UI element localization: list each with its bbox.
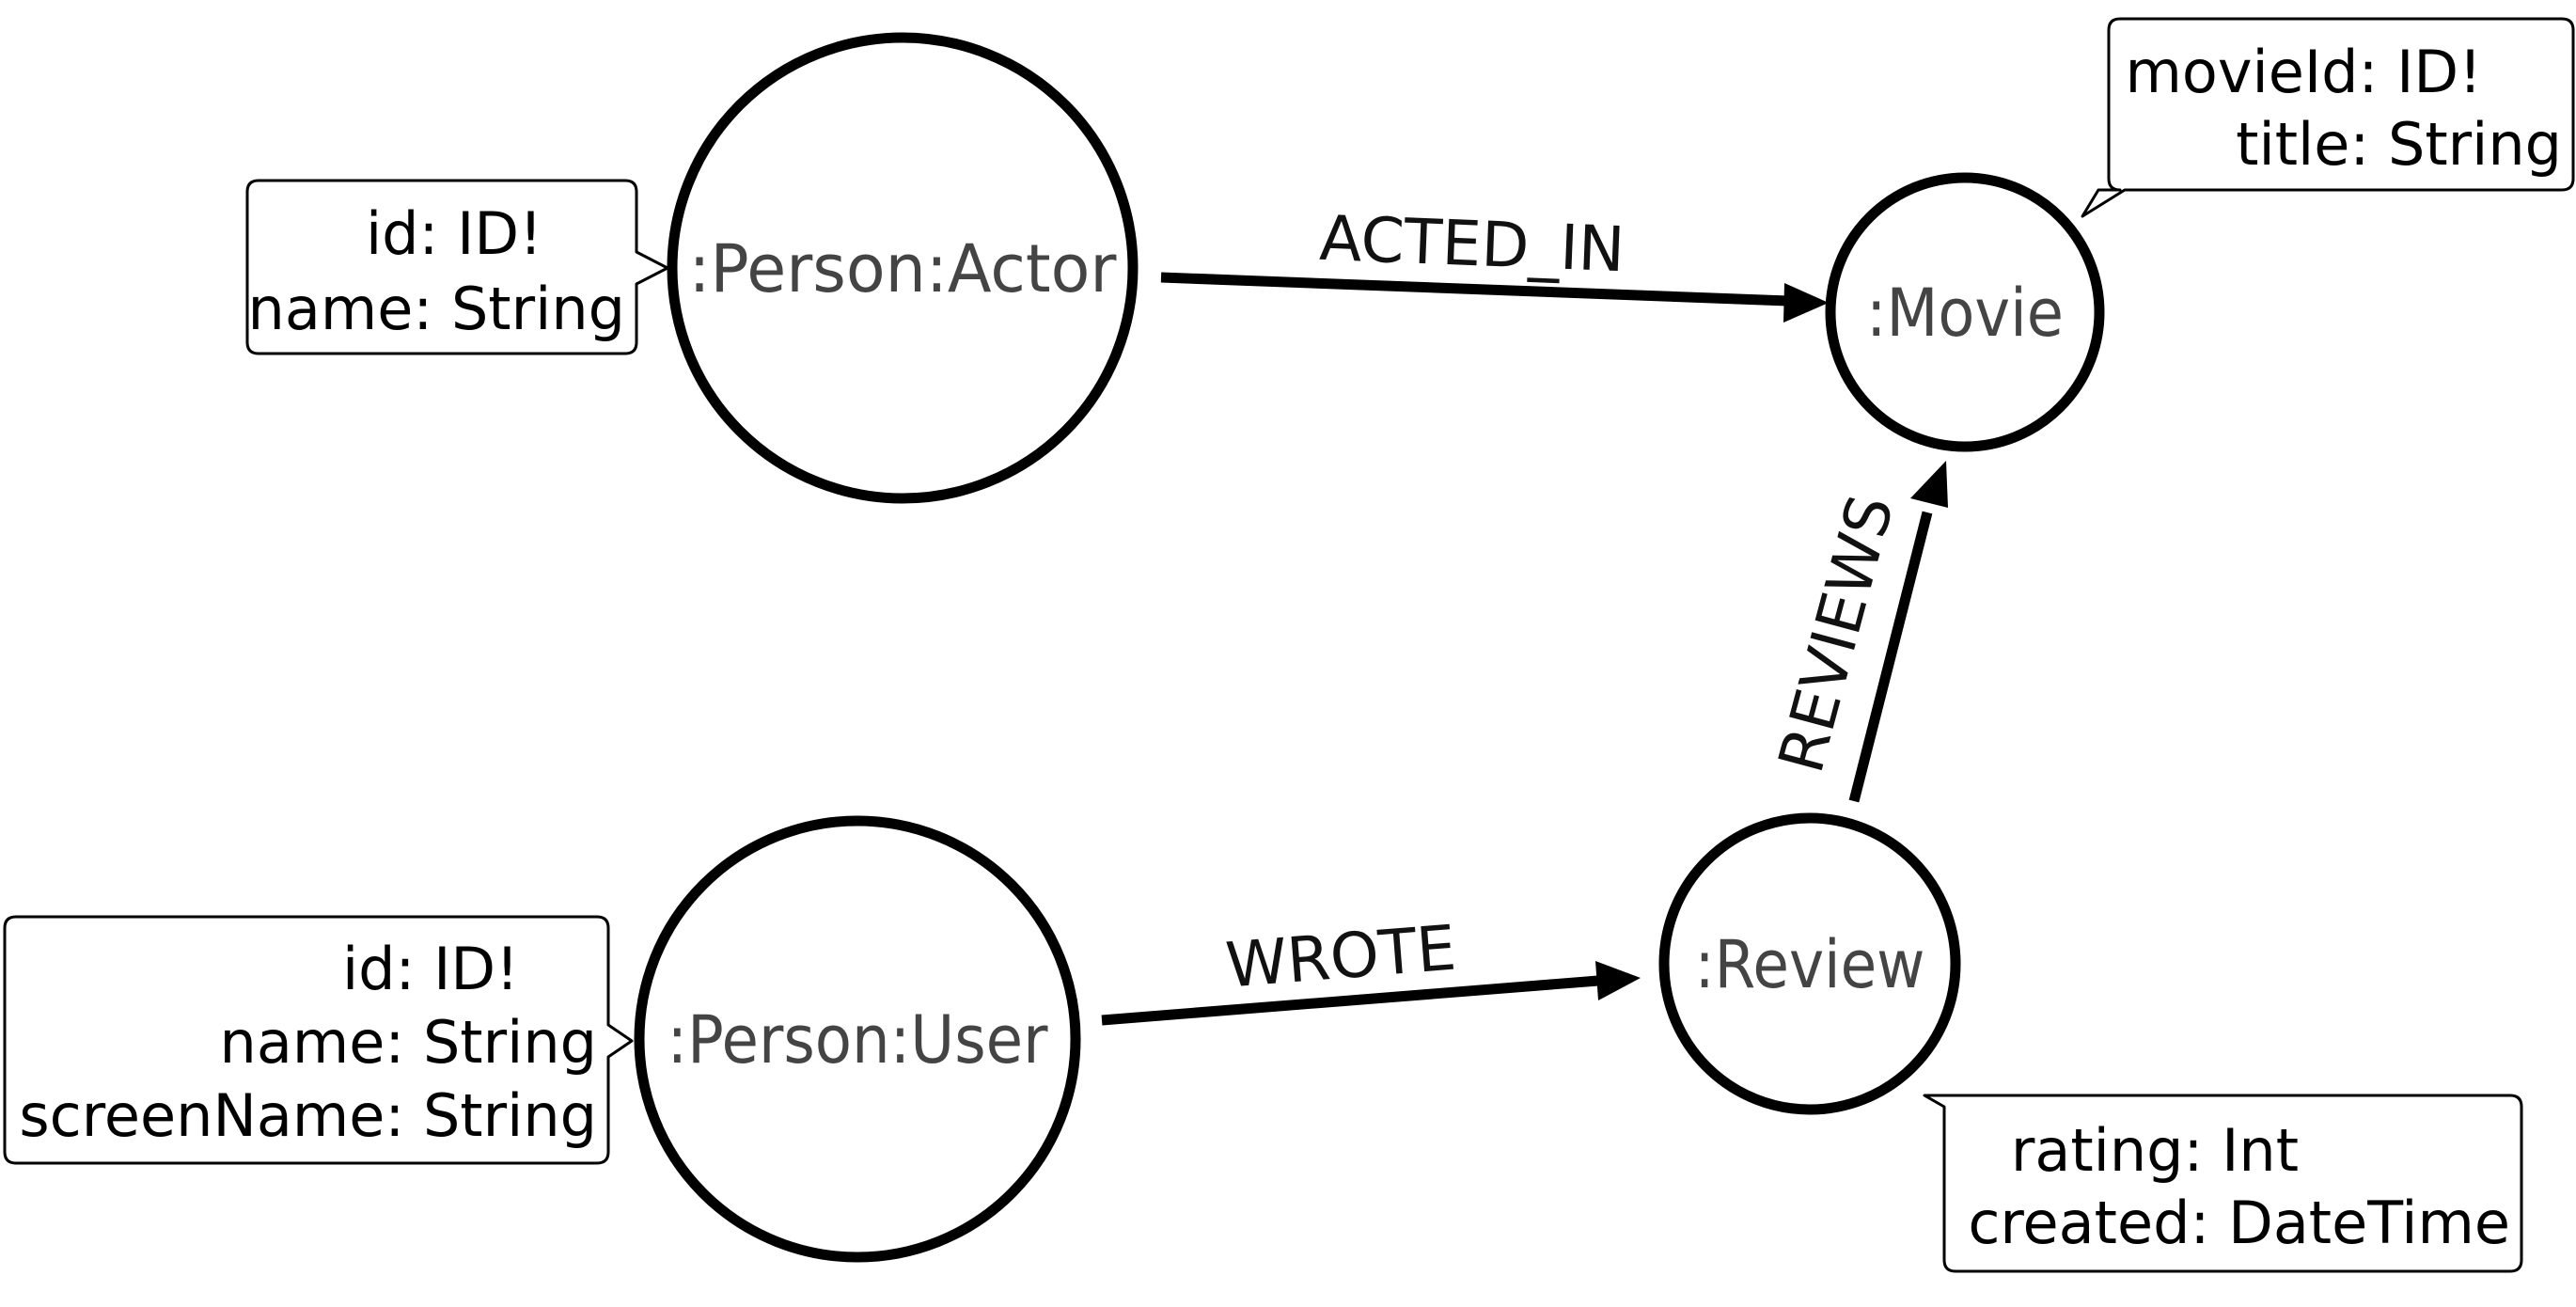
- edge-acted-in-label: ACTED_IN: [1318, 202, 1626, 286]
- callout-review-properties: rating: Int created: DateTime: [1923, 1094, 2523, 1273]
- node-person-user-circle: [634, 815, 1081, 1263]
- callout-user-prop-name: name: String: [220, 1008, 597, 1077]
- edge-wrote-line: [1101, 975, 1599, 1026]
- callout-actor-prop-name: name: String: [248, 275, 625, 343]
- node-person-user[interactable]: :Person:User: [634, 815, 1081, 1263]
- node-movie-label: :Movie: [1866, 275, 2064, 352]
- edge-reviews-arrowhead: [1910, 461, 1948, 508]
- edge-reviews-label: REVIEWS: [1765, 488, 1908, 780]
- callout-movie-prop-title: title: String: [2236, 110, 2562, 179]
- callout-actor-prop-id: id: ID!: [366, 199, 542, 268]
- node-person-actor-label: :Person:Actor: [689, 230, 1117, 307]
- edge-wrote-label: WROTE: [1223, 912, 1458, 1002]
- node-person-actor-circle: [667, 32, 1139, 504]
- edge-wrote-arrowhead: [1595, 961, 1641, 1000]
- callout-user-properties: id: ID! name: String screenName: String: [3, 915, 634, 1165]
- node-review-circle: [1658, 812, 1961, 1115]
- callout-movie-prop-id: movieId: ID!: [2125, 38, 2482, 106]
- edge-acted-in[interactable]: ACTED_IN: [1160, 202, 1829, 323]
- callout-review-box: [1923, 1094, 2523, 1273]
- callout-user-prop-screenname: screenName: String: [19, 1081, 597, 1150]
- callout-movie-properties: movieId: ID! title: String: [2081, 17, 2575, 218]
- callout-review-prop-created: created: DateTime: [1968, 1189, 2510, 1257]
- callout-user-box: [3, 915, 634, 1165]
- edge-reviews-line: [1848, 511, 1933, 803]
- callout-review-prop-rating: rating: Int: [2011, 1116, 2299, 1185]
- edge-acted-in-arrowhead: [1783, 283, 1829, 323]
- node-person-user-label: :Person:User: [668, 1001, 1048, 1079]
- node-movie[interactable]: :Movie: [1825, 172, 2105, 452]
- callout-actor-box: [245, 179, 669, 355]
- callout-user-prop-id: id: ID!: [342, 935, 519, 1003]
- edge-wrote[interactable]: WROTE: [1101, 912, 1641, 1026]
- edge-reviews[interactable]: REVIEWS: [1765, 461, 1948, 803]
- edge-acted-in-line: [1160, 272, 1789, 307]
- node-person-actor[interactable]: :Person:Actor: [667, 32, 1139, 504]
- node-movie-circle: [1825, 172, 2105, 452]
- node-review[interactable]: :Review: [1658, 812, 1961, 1115]
- callout-movie-box: [2081, 17, 2575, 218]
- callout-actor-properties: id: ID! name: String: [245, 179, 669, 355]
- node-review-label: :Review: [1695, 926, 1925, 1003]
